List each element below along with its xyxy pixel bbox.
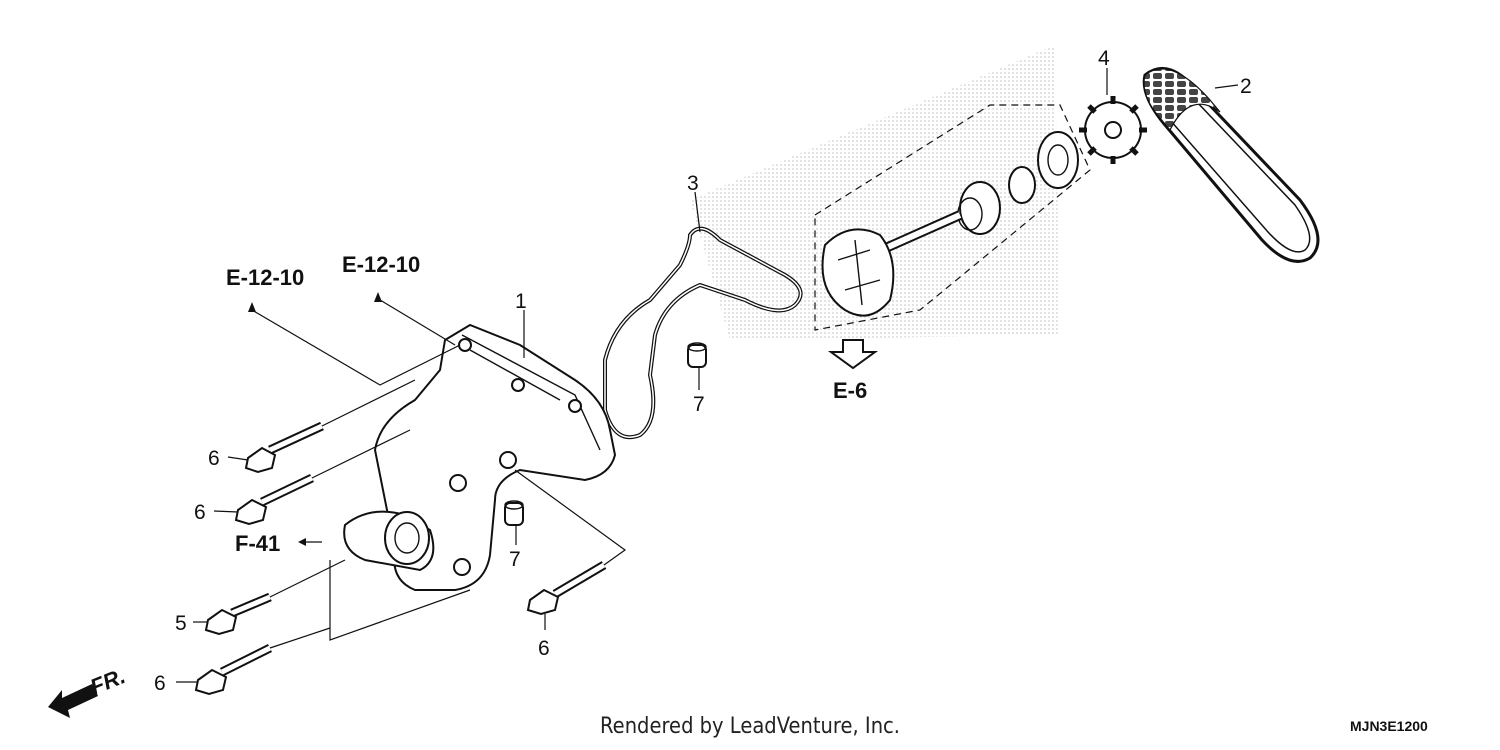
callout-3: 3 xyxy=(687,172,699,195)
ref-e-12-10-left: E-12-10 xyxy=(226,265,304,290)
ref-e-12-10-right: E-12-10 xyxy=(342,252,420,277)
callout-1: 1 xyxy=(515,290,527,313)
callout-6-right: 6 xyxy=(538,637,550,660)
callout-7-lower: 7 xyxy=(509,548,521,571)
water-pump-cover xyxy=(343,323,617,591)
dowel-pin-upper xyxy=(687,342,707,368)
callout-6-upper: 6 xyxy=(208,447,220,470)
footer-credit: Rendered by LeadVenture, Inc. xyxy=(600,714,900,739)
drive-chain xyxy=(1142,66,1320,263)
dowel-pin-lower xyxy=(504,500,524,526)
e6-arrow-icon xyxy=(827,339,879,370)
callout-6-middle: 6 xyxy=(194,501,206,524)
bolt-6-upper xyxy=(244,421,324,474)
callout-6-lower: 6 xyxy=(154,672,166,695)
callout-2: 2 xyxy=(1240,75,1252,98)
bolt-6-middle xyxy=(234,473,314,526)
ref-f-41: F-41 xyxy=(235,531,280,556)
bolt-6-lower xyxy=(194,643,273,696)
leader-lines xyxy=(176,68,1239,683)
callout-4: 4 xyxy=(1098,47,1110,70)
pump-cover-oring xyxy=(603,226,803,440)
ref-e-6: E-6 xyxy=(833,378,867,403)
diagram-code: MJN3E1200 xyxy=(1350,718,1428,734)
impeller-shaft-assembly xyxy=(814,104,1091,331)
callout-5: 5 xyxy=(175,612,187,635)
front-direction-arrow-icon xyxy=(48,684,98,718)
callout-7-upper: 7 xyxy=(693,393,705,416)
front-direction-label: FR. xyxy=(87,663,129,699)
pump-sprocket xyxy=(1079,96,1147,164)
bolt-6-right xyxy=(526,561,607,616)
bolt-5 xyxy=(204,592,272,636)
